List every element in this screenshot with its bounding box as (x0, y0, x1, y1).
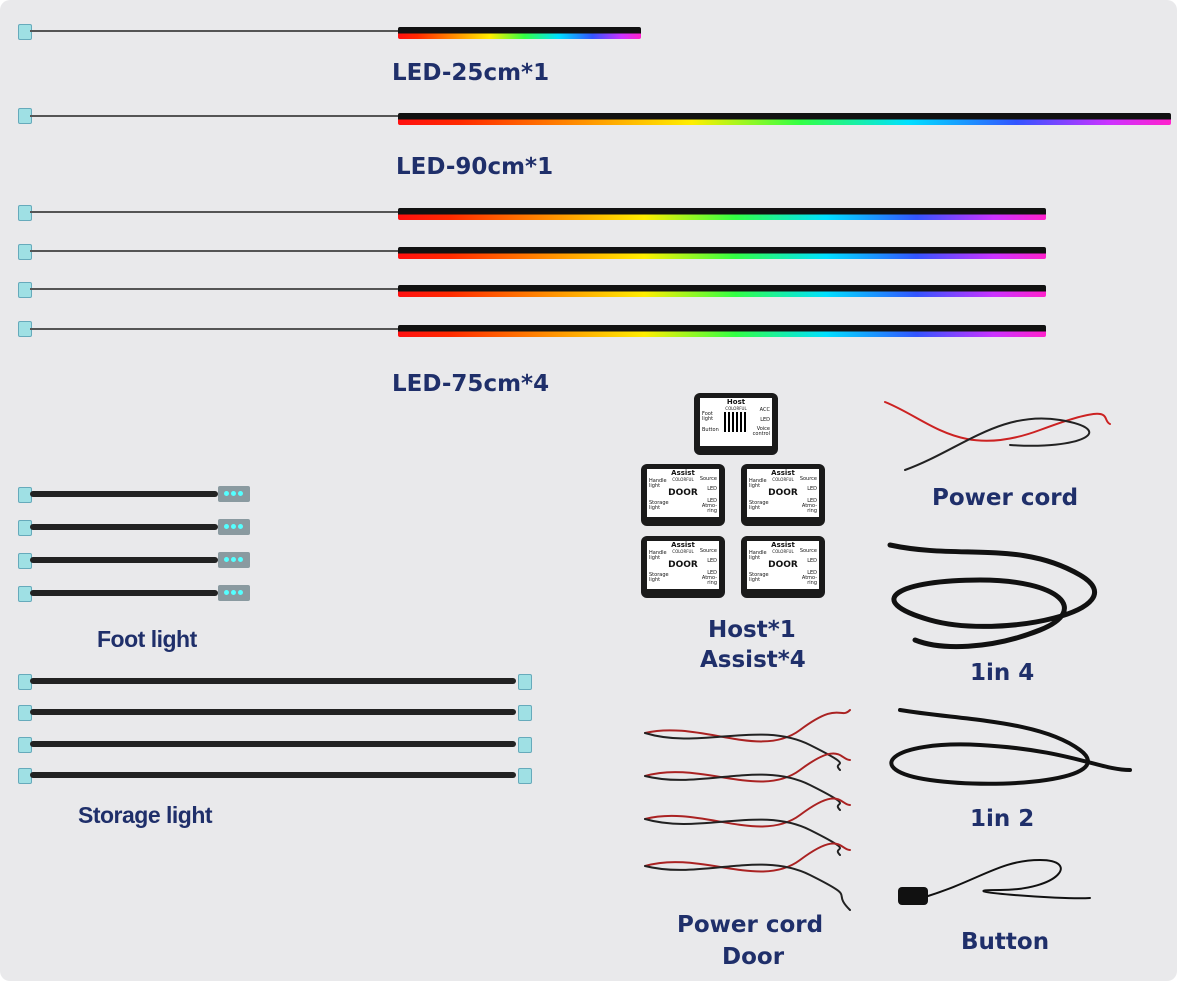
assist-port: Source (699, 548, 717, 554)
assist-title: Assist (771, 469, 795, 477)
host-port: Foot light (702, 411, 714, 422)
assist-port: LED Atmo-ring (801, 570, 817, 586)
assist-port: Handle light (649, 550, 667, 561)
assist-port: Source (799, 476, 817, 482)
assist-port: LED Atmo-ring (801, 498, 817, 514)
assist-door: DOOR (668, 488, 698, 498)
assist-port: Storage light (649, 500, 669, 511)
assist-port: Source (799, 548, 817, 554)
assist-module: Assist COLORFUL DOOR Handle light Storag… (741, 464, 825, 526)
label-1in2: 1in 2 (970, 806, 1035, 832)
assist-brand: COLORFUL (672, 549, 694, 554)
host-port: LED (760, 417, 770, 423)
host-title: Host (726, 398, 746, 406)
label-host: Host*1 (708, 617, 796, 643)
assist-port: Source (699, 476, 717, 482)
assist-port: Storage light (749, 572, 769, 583)
button-cable (924, 858, 1091, 900)
label-power-cord: Power cord (932, 485, 1079, 511)
assist-module: Assist COLORFUL DOOR Handle light Storag… (741, 536, 825, 598)
assist-brand: COLORFUL (772, 477, 794, 482)
assist-door: DOOR (668, 560, 698, 570)
assist-port: LED Atmo-ring (701, 498, 717, 514)
assist-port: LED (707, 558, 717, 564)
button-switch (898, 887, 928, 905)
assist-door: DOOR (768, 488, 798, 498)
host-port: Button (702, 427, 719, 433)
assist-module: Assist COLORFUL DOOR Handle light Storag… (641, 536, 725, 598)
label-storage-light: Storage light (78, 802, 213, 828)
assist-module: Assist COLORFUL DOOR Handle light Storag… (641, 464, 725, 526)
label-1in4: 1in 4 (970, 660, 1035, 686)
assist-title: Assist (671, 469, 695, 477)
qr-code (724, 412, 746, 432)
label-led-75cm: LED-75cm*4 (392, 371, 550, 397)
assist-port: LED (807, 486, 817, 492)
label-door: Door (722, 944, 785, 970)
door-power-cords (644, 709, 851, 911)
assist-port: LED (807, 558, 817, 564)
assist-brand: COLORFUL (672, 477, 694, 482)
assist-port: Storage light (649, 572, 669, 583)
power-cord-cable (884, 401, 1111, 442)
assist-port: LED (707, 486, 717, 492)
host-port: Voice control (752, 426, 770, 437)
label-foot-light: Foot light (97, 626, 197, 652)
one-in-four-harness (887, 542, 1098, 650)
label-button: Button (961, 929, 1050, 955)
power-cord-cable (904, 417, 1091, 471)
host-port: ACC (759, 407, 770, 413)
assist-port: Handle light (749, 478, 767, 489)
assist-title: Assist (771, 541, 795, 549)
assist-port: Handle light (749, 550, 767, 561)
assist-door: DOOR (768, 560, 798, 570)
assist-port: Storage light (749, 500, 769, 511)
label-assist: Assist*4 (700, 647, 806, 673)
label-power-cord-door: Power cord (677, 912, 824, 938)
assist-title: Assist (671, 541, 695, 549)
assist-port: Handle light (649, 478, 667, 489)
host-module: Host COLORFUL Foot light Button ACC LED … (694, 393, 778, 455)
assist-brand: COLORFUL (772, 549, 794, 554)
label-led-25cm: LED-25cm*1 (392, 60, 550, 86)
assist-port: LED Atmo-ring (701, 570, 717, 586)
label-led-90cm: LED-90cm*1 (396, 154, 554, 180)
host-brand: COLORFUL (725, 406, 747, 411)
one-in-two-harness (889, 708, 1132, 786)
